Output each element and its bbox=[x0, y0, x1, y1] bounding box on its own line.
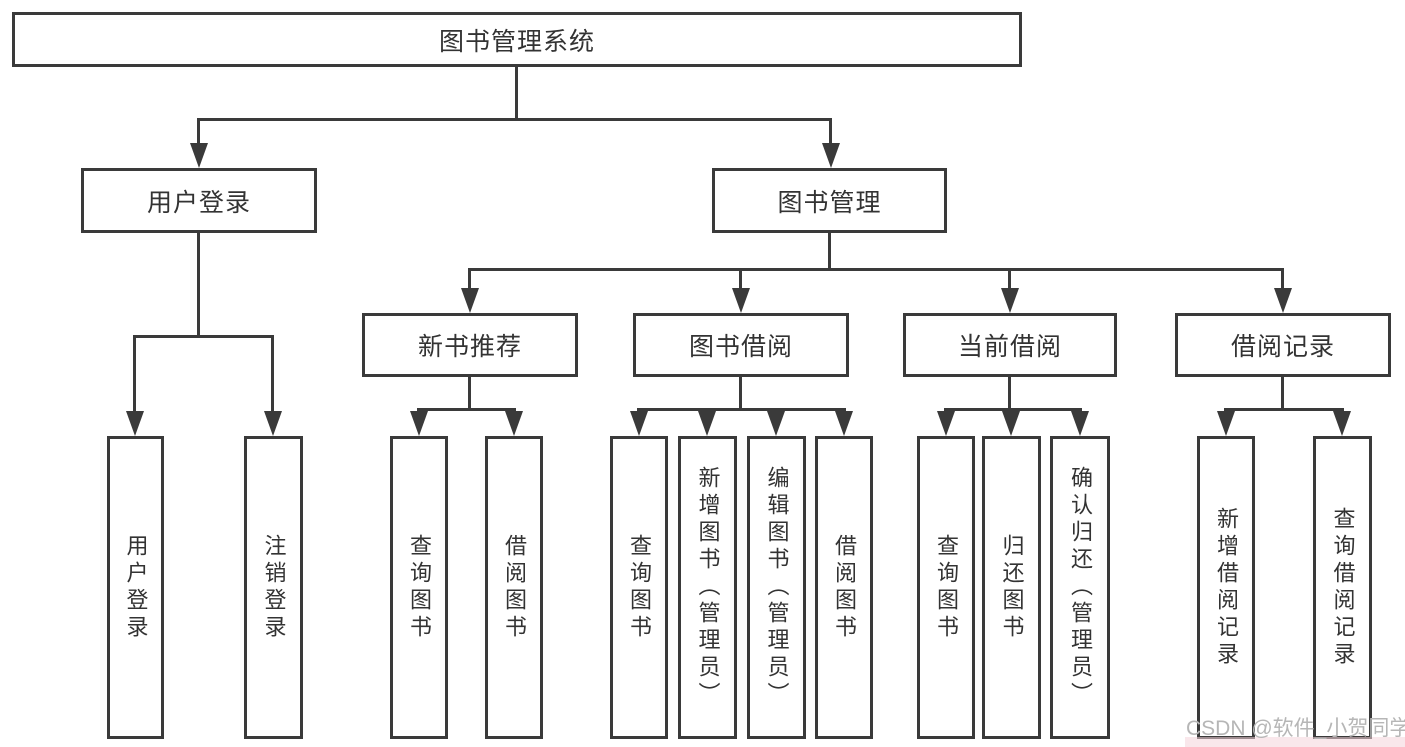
arrowhead-book-management bbox=[822, 143, 840, 168]
node-label: 用户登录 bbox=[146, 188, 251, 217]
arrowhead-query-books-1 bbox=[410, 411, 428, 436]
connector-current-borrowing-splitter bbox=[944, 408, 1082, 411]
node-borrow-books-1: 借阅图书 bbox=[485, 436, 543, 739]
node-borrow-books-2: 借阅图书 bbox=[815, 436, 873, 739]
node-label: 编辑图书（管理员） bbox=[764, 466, 790, 709]
node-label: 新增借阅记录 bbox=[1214, 506, 1239, 669]
node-label: 确认归还（管理员） bbox=[1068, 466, 1093, 709]
node-label: 图书借阅 bbox=[688, 333, 793, 361]
connector-drop-user-login bbox=[197, 118, 200, 146]
node-label: 查询图书 bbox=[934, 533, 959, 642]
arrowhead-new-book bbox=[461, 288, 479, 313]
connector-book-borrowing-stem bbox=[739, 377, 742, 408]
node-label: 借阅记录 bbox=[1230, 333, 1335, 361]
node-query-books-2: 查询图书 bbox=[610, 436, 668, 739]
arrowhead-add-record bbox=[1217, 411, 1235, 436]
node-label: 新书推荐 bbox=[417, 333, 522, 361]
connector-drop-borrowing-records bbox=[1281, 268, 1284, 290]
watermark-background-strip bbox=[1185, 737, 1405, 747]
node-logout-leaf: 注销登录 bbox=[244, 436, 303, 739]
arrowhead-query-books-3 bbox=[937, 411, 955, 436]
node-label: 借阅图书 bbox=[832, 533, 857, 642]
node-return-book: 归还图书 bbox=[982, 436, 1041, 739]
node-edit-book-admin: 编辑图书（管理员） bbox=[747, 436, 806, 739]
node-label: 归还图书 bbox=[999, 533, 1025, 642]
arrowhead-borrow-books-2 bbox=[835, 411, 853, 436]
connector-book-management-stem bbox=[828, 233, 831, 268]
arrowhead-login-leaf bbox=[126, 411, 144, 436]
node-label: 借阅图书 bbox=[502, 533, 527, 642]
node-book-management: 图书管理 bbox=[712, 168, 947, 233]
arrowhead-query-books-2 bbox=[630, 411, 648, 436]
connector-borrowing-records-stem bbox=[1281, 377, 1284, 408]
connector-drop-logout-leaf bbox=[271, 335, 274, 411]
connector-drop-login-leaf bbox=[133, 335, 136, 411]
node-label: 图书管理系统 bbox=[438, 27, 595, 56]
connector-drop-book-management bbox=[829, 118, 832, 146]
node-label: 当前借阅 bbox=[957, 333, 1062, 361]
arrowhead-current-borrowing bbox=[1001, 288, 1019, 313]
arrowhead-confirm-return bbox=[1071, 411, 1089, 436]
node-book-borrowing: 图书借阅 bbox=[633, 313, 849, 377]
arrowhead-user-login bbox=[190, 143, 208, 168]
arrowhead-query-record bbox=[1333, 411, 1351, 436]
node-add-borrow-record: 新增借阅记录 bbox=[1197, 436, 1255, 739]
arrowhead-logout-leaf bbox=[264, 411, 282, 436]
node-label: 注销登录 bbox=[261, 533, 287, 642]
node-query-books-1: 查询图书 bbox=[390, 436, 448, 739]
node-new-book-recommendation: 新书推荐 bbox=[362, 313, 578, 377]
connector-drop-current-borrowing bbox=[1008, 268, 1011, 290]
csdn-watermark: CSDN @软件_小贺同学 bbox=[1186, 717, 1405, 740]
node-confirm-return-admin: 确认归还（管理员） bbox=[1050, 436, 1110, 739]
arrowhead-borrow-books-1 bbox=[505, 411, 523, 436]
node-label: 查询借阅记录 bbox=[1330, 506, 1356, 669]
arrowhead-add-book bbox=[698, 411, 716, 436]
connector-root-splitter bbox=[197, 118, 832, 121]
node-add-book-admin: 新增图书（管理员） bbox=[678, 436, 737, 739]
node-current-borrowing: 当前借阅 bbox=[903, 313, 1117, 377]
arrowhead-book-borrowing bbox=[732, 288, 750, 313]
arrowhead-borrowing-records bbox=[1274, 288, 1292, 313]
arrowhead-return-book bbox=[1002, 411, 1020, 436]
node-library-management-system: 图书管理系统 bbox=[12, 12, 1022, 67]
node-user-login-leaf: 用户登录 bbox=[107, 436, 164, 739]
connector-root-stem bbox=[515, 67, 518, 118]
connector-borrowing-records-splitter bbox=[1224, 408, 1344, 411]
arrowhead-edit-book bbox=[767, 411, 785, 436]
node-user-login: 用户登录 bbox=[81, 168, 317, 233]
node-label: 图书管理 bbox=[777, 188, 882, 217]
connector-book-management-splitter bbox=[468, 268, 1284, 271]
node-query-books-3: 查询图书 bbox=[917, 436, 975, 739]
connector-drop-book-borrowing bbox=[739, 268, 742, 290]
connector-current-borrowing-stem bbox=[1008, 377, 1011, 408]
connector-new-book-stem bbox=[468, 377, 471, 408]
node-borrowing-records: 借阅记录 bbox=[1175, 313, 1391, 377]
node-label: 查询图书 bbox=[627, 533, 652, 642]
node-label: 查询图书 bbox=[407, 533, 432, 642]
node-query-borrow-record: 查询借阅记录 bbox=[1313, 436, 1372, 739]
connector-new-book-splitter bbox=[417, 408, 516, 411]
connector-user-login-splitter bbox=[133, 335, 274, 338]
connector-user-login-stem bbox=[197, 233, 200, 335]
connector-book-borrowing-splitter bbox=[637, 408, 846, 411]
connector-drop-new-book bbox=[468, 268, 471, 290]
node-label: 用户登录 bbox=[123, 533, 149, 642]
node-label: 新增图书（管理员） bbox=[695, 466, 721, 709]
